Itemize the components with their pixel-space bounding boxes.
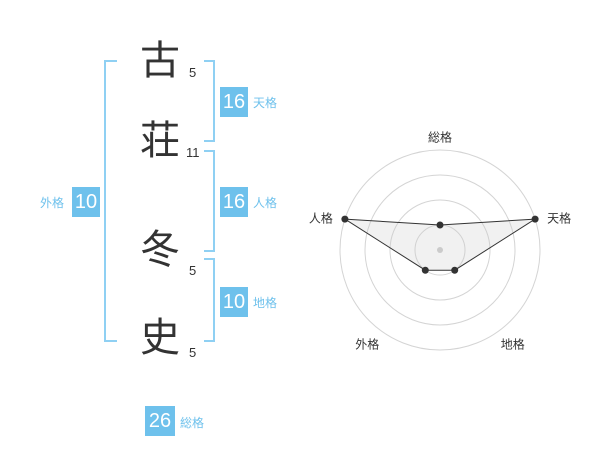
tenkaku-value: 16 <box>220 87 248 117</box>
radar-axis-label: 外格 <box>355 336 379 351</box>
chikaku-label: 地格 <box>253 296 278 310</box>
jinkaku-bracket <box>204 150 215 252</box>
chikaku-value: 10 <box>220 287 248 317</box>
stroke-count-4: 5 <box>189 345 197 360</box>
name-char-1: 古 <box>140 38 180 84</box>
gaikaku-label: 外格 <box>40 196 65 210</box>
gaikaku-bracket <box>104 60 117 342</box>
stroke-count-1: 5 <box>189 65 197 80</box>
radar-point <box>451 266 459 274</box>
jinkaku-label: 人格 <box>253 196 278 210</box>
chikaku-bracket <box>204 258 215 342</box>
radar-point <box>436 221 444 229</box>
name-char-3: 冬 <box>140 227 180 273</box>
tenkaku-bracket <box>204 60 215 142</box>
radar-point <box>531 215 539 223</box>
radar-polygon <box>344 218 536 271</box>
radar-axis-label: 天格 <box>547 211 571 226</box>
tenkaku-label: 天格 <box>253 96 278 110</box>
radar-point <box>421 266 429 274</box>
jinkaku-value: 16 <box>220 187 248 217</box>
radar-axis-label: 総格 <box>428 130 452 145</box>
stroke-count-2: 11 <box>186 145 200 160</box>
stroke-count-3: 5 <box>189 263 197 278</box>
gaikaku-value: 10 <box>72 187 100 217</box>
radar-axis-label: 人格 <box>309 211 333 226</box>
radar-ring <box>364 174 516 326</box>
radar-axis-label: 地格 <box>501 336 525 351</box>
radar-ring <box>339 149 541 351</box>
radar-point <box>341 215 349 223</box>
soukaku-label: 総格 <box>180 416 205 430</box>
radar-center <box>437 247 443 253</box>
soukaku-value: 26 <box>145 406 175 436</box>
name-char-2: 荘 <box>140 118 180 164</box>
radar-ring <box>389 199 491 301</box>
name-char-4: 史 <box>140 315 180 361</box>
